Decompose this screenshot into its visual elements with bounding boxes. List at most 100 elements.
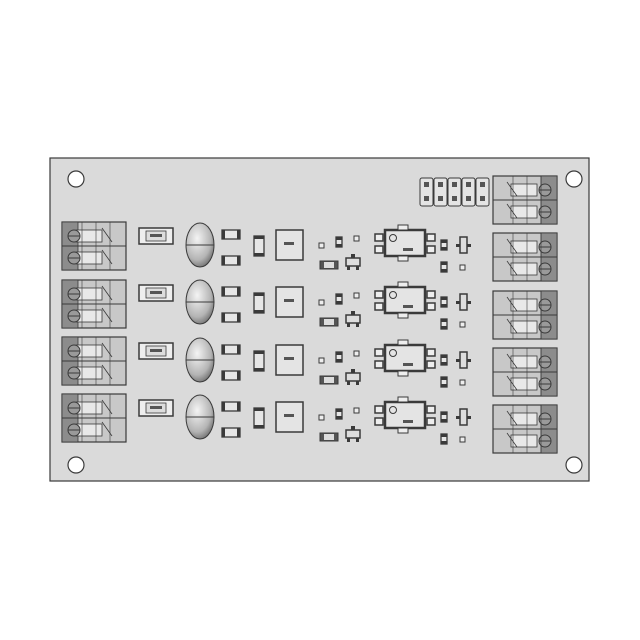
- opto-tab: [397, 427, 409, 434]
- test-pad: [459, 436, 466, 443]
- lever-line: [101, 307, 113, 323]
- optocoupler: [383, 285, 427, 315]
- test-pad: [318, 242, 325, 249]
- opto-pin: [426, 233, 436, 242]
- opto-pin: [374, 290, 384, 299]
- opto-tab: [397, 339, 409, 346]
- lever-line: [101, 421, 113, 437]
- terminal-block: [492, 290, 558, 340]
- opto-tab: [397, 396, 409, 403]
- led: [459, 351, 468, 369]
- opto-pin: [426, 348, 436, 357]
- resistor-pad: [441, 355, 447, 358]
- capacitor-pad: [222, 313, 225, 322]
- lever-line: [101, 285, 113, 301]
- header-pin: [452, 196, 457, 201]
- fuse-marking: [150, 291, 162, 294]
- pin1-marker: [389, 234, 397, 242]
- transistor: [345, 372, 361, 382]
- test-pad: [459, 379, 466, 386]
- terminal-block: [61, 279, 127, 329]
- rectifier-marking: [284, 299, 294, 302]
- wire-slot: [510, 205, 538, 219]
- resistor-pad: [336, 301, 342, 304]
- lever-line: [101, 227, 113, 243]
- opto-pin: [374, 417, 384, 426]
- transistor-pin: [347, 438, 350, 442]
- test-pad: [353, 407, 360, 414]
- lever-line: [101, 364, 113, 380]
- fuse-marking: [150, 234, 162, 237]
- resistor-pad: [441, 297, 447, 300]
- resistor-pad: [441, 384, 447, 387]
- led-pin: [467, 359, 471, 362]
- resistor-pad: [441, 326, 447, 329]
- rectifier-marking: [284, 414, 294, 417]
- capacitor-pad: [222, 287, 225, 296]
- opto-pin: [426, 417, 436, 426]
- capacitor-pad: [222, 371, 225, 380]
- opto-tab: [397, 224, 409, 231]
- lever-line: [506, 353, 518, 369]
- terminal-block: [492, 175, 558, 225]
- resistor-pad: [441, 377, 447, 380]
- test-pad: [459, 321, 466, 328]
- channel-4: [138, 394, 471, 445]
- capacitor-pad: [222, 345, 225, 354]
- pin1-marker: [389, 349, 397, 357]
- transistor-pin: [351, 254, 355, 258]
- opto-pin: [426, 360, 436, 369]
- lever-line: [506, 181, 518, 197]
- header-pin-housing: [419, 177, 434, 207]
- capacitor-pad: [237, 313, 240, 322]
- test-pad: [459, 264, 466, 271]
- transistor-pin: [351, 369, 355, 373]
- led-pin: [456, 301, 460, 304]
- wire-slot: [510, 412, 538, 426]
- transistor-pin: [347, 381, 350, 385]
- mounting-hole: [67, 170, 85, 188]
- test-pad: [353, 235, 360, 242]
- resistor-pad: [441, 304, 447, 307]
- test-pad: [318, 357, 325, 364]
- capacitor-pad: [222, 230, 225, 239]
- opto-pin: [426, 245, 436, 254]
- wire-slot: [510, 320, 538, 334]
- fuse-marking: [150, 349, 162, 352]
- header-pin: [424, 196, 429, 201]
- channel-2: [138, 279, 471, 330]
- header-pin: [424, 182, 429, 187]
- led: [459, 293, 468, 311]
- header-pin-housing: [433, 177, 448, 207]
- transistor-pin: [351, 311, 355, 315]
- capacitor-pad: [237, 345, 240, 354]
- capacitor-pad: [254, 310, 264, 313]
- test-pad: [318, 414, 325, 421]
- opto-pin: [374, 360, 384, 369]
- led-pin: [456, 416, 460, 419]
- resistor-pad: [336, 294, 342, 297]
- transistor-pin: [356, 266, 359, 270]
- opto-marking: [403, 305, 413, 308]
- wire-slot: [510, 262, 538, 276]
- diode-body: [324, 377, 334, 383]
- capacitor-pad: [222, 428, 225, 437]
- terminal-block: [492, 347, 558, 397]
- led-pin: [456, 359, 460, 362]
- resistor-pad: [441, 362, 447, 365]
- capacitor-pad: [254, 425, 264, 428]
- capacitor-pad: [237, 371, 240, 380]
- lever-line: [101, 399, 113, 415]
- opto-pin: [374, 233, 384, 242]
- capacitor-pad: [237, 287, 240, 296]
- capacitor-pad: [237, 402, 240, 411]
- resistor-pad: [441, 319, 447, 322]
- led: [459, 236, 468, 254]
- led: [459, 408, 468, 426]
- lever-line: [506, 318, 518, 334]
- fuse-marking: [150, 406, 162, 409]
- lever-line: [506, 410, 518, 426]
- opto-marking: [403, 248, 413, 251]
